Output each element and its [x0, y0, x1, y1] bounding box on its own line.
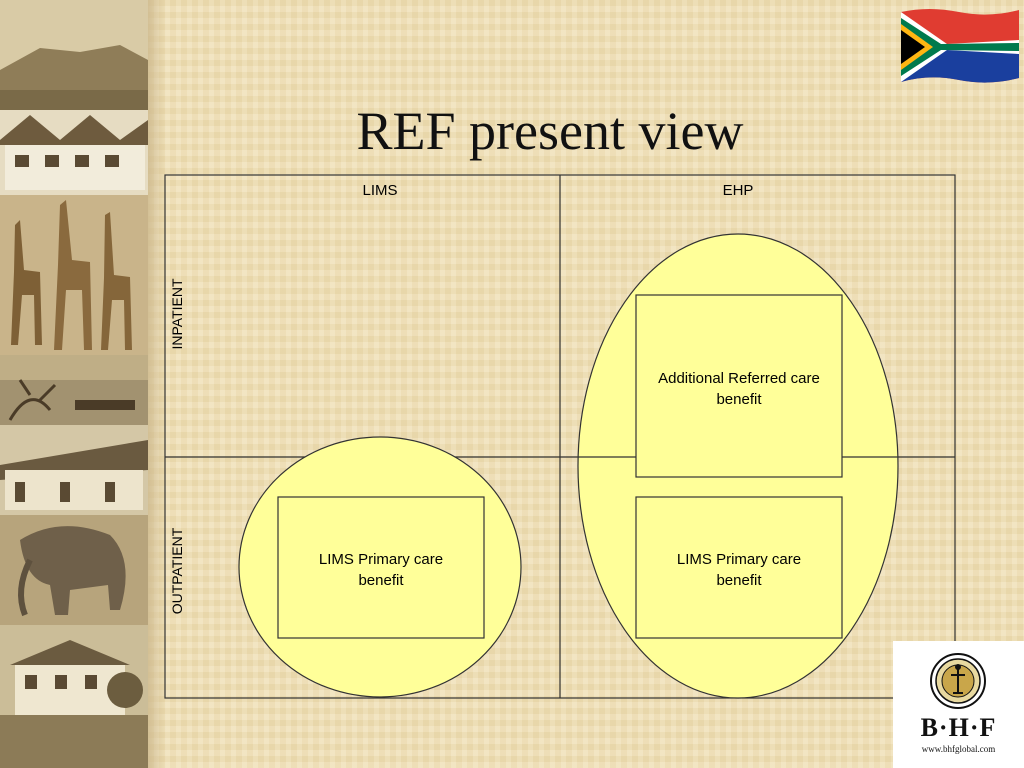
- south-africa-flag-icon: [901, 9, 1019, 83]
- box-additional-referred-care: [635, 294, 843, 478]
- box-label-lims-primary-care-ehp: LIMS Primary care benefit: [676, 551, 802, 589]
- bhf-logo: B·H·F www.bhfglobal.com: [893, 641, 1024, 768]
- bhf-seal-icon: [930, 653, 986, 709]
- row-label-inpatient: INPATIENT: [169, 278, 185, 350]
- bhf-logo-url: www.bhfglobal.com: [921, 744, 996, 754]
- column-label-lims: LIMS: [362, 182, 398, 199]
- box-label-additional-referred-care: Additional Referred care benefit: [658, 370, 820, 408]
- box-lims-primary-care-lims: [277, 496, 485, 639]
- row-label-outpatient: OUTPATIENT: [169, 527, 185, 615]
- box-label-lims-primary-care-lims: LIMS Primary care benefit: [318, 551, 444, 589]
- decorative-photo-strip: [0, 0, 166, 768]
- column-label-ehp: EHP: [722, 182, 754, 199]
- slide-title: REF present view: [356, 101, 744, 161]
- bhf-logo-text: B·H·F: [920, 713, 997, 742]
- box-lims-primary-care-ehp: [635, 496, 843, 639]
- photo-collage-illustration: [0, 0, 148, 768]
